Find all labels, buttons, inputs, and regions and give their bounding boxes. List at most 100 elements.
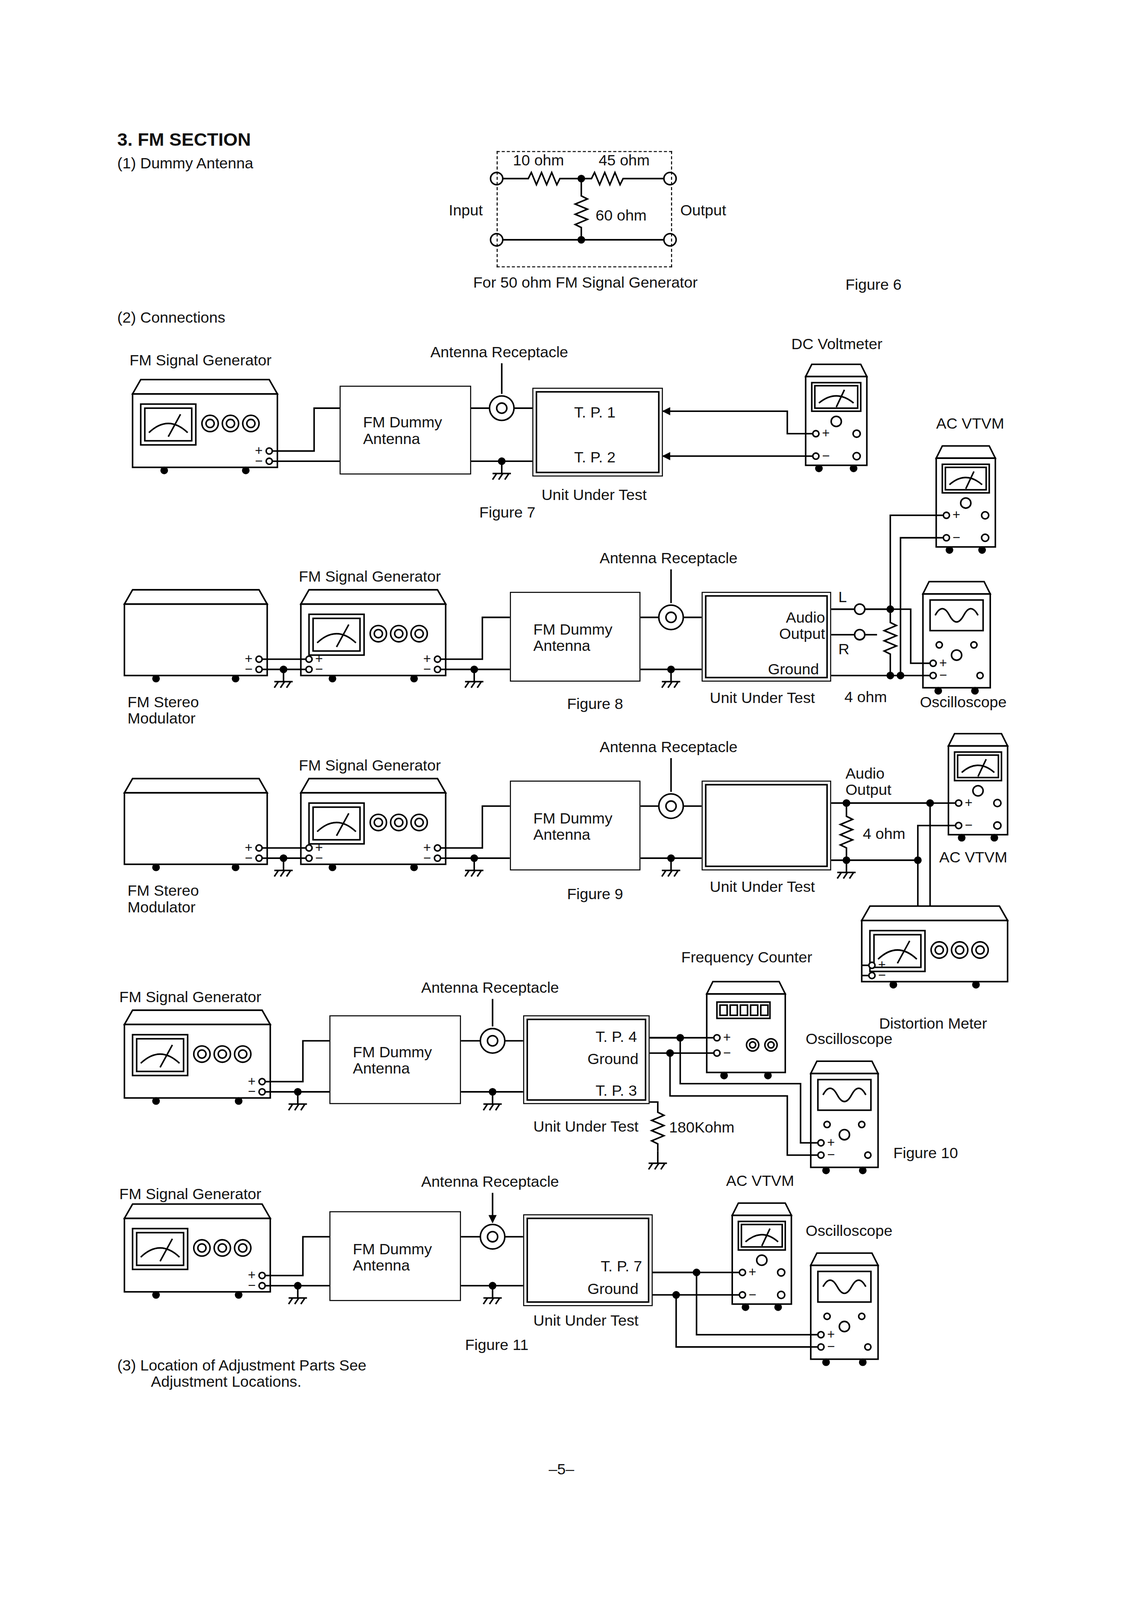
- oscilloscope: Oscilloscope: [810, 1060, 879, 1174]
- terminal-polarity: +: [748, 1265, 757, 1279]
- annotation: Antenna Receptacle: [421, 979, 560, 996]
- annotation: L: [838, 588, 847, 605]
- annotation: Input: [448, 202, 483, 219]
- node-text: T. P. 3: [595, 1082, 637, 1099]
- annotation: (2) Connections: [117, 308, 226, 326]
- annotation: (3) Location of Adjustment Parts See Adj…: [117, 1356, 407, 1390]
- terminal-polarity: −: [423, 662, 432, 676]
- terminal-polarity: +: [964, 796, 973, 810]
- node-text: FM Dummy Antenna: [533, 809, 626, 843]
- terminal-polarity: −: [827, 1148, 835, 1162]
- annotation: Antenna Receptacle: [430, 343, 569, 361]
- terminal-polarity: −: [748, 1288, 757, 1301]
- terminal-polarity: −: [244, 662, 253, 676]
- node-text: Distortion Meter: [879, 1014, 988, 1032]
- ground-symbols: [274, 460, 856, 1304]
- node-text: FM Dummy Antenna: [352, 1240, 445, 1273]
- node-text: FM Dummy Antenna: [363, 413, 455, 447]
- instrument-drawing: [948, 733, 1008, 841]
- annotation: 180Kohm: [668, 1118, 735, 1135]
- annotation: 4 ohm: [844, 688, 888, 705]
- node-text: Ground: [587, 1280, 639, 1297]
- unit-under-test: Audio OutputGroundUnit Under Test: [701, 591, 832, 682]
- node-text: Unit Under Test: [533, 1117, 639, 1135]
- wire: [662, 410, 806, 434]
- node-text: DC Voltmeter: [791, 335, 883, 352]
- figure-number: Figure 6: [845, 276, 902, 293]
- meter-instrument: AC VTVM: [948, 733, 1008, 841]
- node-text: AC VTVM: [939, 848, 1008, 866]
- annotation: Antenna Receptacle: [421, 1173, 560, 1190]
- dummy-antenna-box: FM Dummy Antenna: [510, 591, 641, 682]
- terminal-polarity: −: [723, 1046, 731, 1059]
- dummy-antenna-box: FM Dummy Antenna: [329, 1210, 461, 1301]
- annotation: (1) Dummy Antenna: [117, 155, 254, 172]
- wire: [831, 608, 924, 663]
- instrument-drawing: [936, 445, 996, 553]
- wire: [270, 1040, 330, 1082]
- section-title: 3. FM SECTION: [117, 129, 252, 150]
- dummy-antenna-box: FM Dummy Antenna: [329, 1014, 461, 1104]
- ground-wires: [266, 460, 949, 1347]
- frequency-counter: Frequency Counter: [706, 981, 786, 1079]
- terminal-polarity: −: [255, 454, 263, 468]
- node-text: For 50 ohm FM Signal Generator: [473, 274, 698, 291]
- oscilloscope: Oscilloscope: [923, 581, 991, 694]
- terminal-polarity: −: [244, 851, 253, 865]
- figure-number: Figure 11: [465, 1336, 529, 1353]
- annotation: –5–: [548, 1460, 575, 1477]
- wire: [445, 805, 510, 848]
- wire: [831, 802, 931, 906]
- node-text: Unit Under Test: [709, 689, 816, 706]
- instrument-drawing: [810, 1060, 879, 1174]
- oscilloscope: Oscilloscope: [810, 1252, 879, 1365]
- wire: [662, 455, 806, 458]
- node-text: T. P. 1: [574, 404, 616, 421]
- terminal-polarity: +: [952, 508, 961, 522]
- terminal-polarity: −: [247, 1278, 256, 1292]
- node-text: Oscilloscope: [919, 693, 1007, 710]
- antenna-receptacles: [480, 363, 684, 1249]
- instrument-drawing: [810, 1252, 879, 1365]
- annotation: Output: [680, 202, 727, 219]
- meter-instrument: AC VTVM: [936, 445, 996, 553]
- instrument-drawing: [706, 981, 786, 1079]
- terminal-polarity: −: [315, 662, 323, 676]
- node-text: Unit Under Test: [541, 486, 647, 503]
- terminal-polarity: +: [723, 1031, 731, 1044]
- annotation: Audio Output: [845, 765, 902, 798]
- node-text: Oscilloscope: [805, 1222, 893, 1239]
- dummy-antenna-schematic: [490, 172, 677, 247]
- annotation: 60 ohm: [595, 207, 647, 224]
- terminal-polarity: −: [315, 851, 323, 865]
- unit-under-test: Unit Under Test: [701, 780, 832, 871]
- node-text: Ground: [768, 660, 819, 678]
- node-text: T. P. 4: [595, 1028, 637, 1045]
- node-text: FM Stereo Modulator: [127, 882, 240, 915]
- node-text: Oscilloscope: [805, 1030, 893, 1047]
- unit-under-test: T. P. 7GroundUnit Under Test: [523, 1213, 653, 1306]
- node-text: FM Dummy Antenna: [352, 1043, 445, 1077]
- terminal-polarity: +: [827, 1328, 835, 1341]
- annotation: 10 ohm: [513, 152, 564, 169]
- annotation: 45 ohm: [598, 152, 650, 169]
- terminal-polarity: +: [827, 1136, 835, 1149]
- node-text: Ground: [587, 1050, 639, 1067]
- node-text: FM Signal Generator: [129, 351, 272, 369]
- terminal-polarity: −: [827, 1340, 835, 1353]
- dummy-antenna-box: FM Dummy Antenna: [510, 780, 641, 871]
- node-text: FM Signal Generator: [299, 756, 441, 774]
- instrument-drawing: [805, 363, 867, 472]
- wire: [277, 407, 340, 451]
- figure-number: Figure 9: [566, 885, 623, 902]
- output-terminals: [854, 604, 866, 640]
- unit-under-test: T. P. 1T. P. 2Unit Under Test: [532, 387, 663, 477]
- figure-number: Figure 8: [566, 695, 623, 712]
- node-text: T. P. 2: [574, 448, 616, 466]
- node-text: FM Dummy Antenna: [533, 621, 626, 654]
- node-text: Audio Output: [763, 608, 825, 642]
- figure-number: Figure 7: [479, 504, 536, 521]
- node-text: FM Signal Generator: [299, 568, 441, 585]
- meter-instrument: AC VTVM: [732, 1202, 792, 1310]
